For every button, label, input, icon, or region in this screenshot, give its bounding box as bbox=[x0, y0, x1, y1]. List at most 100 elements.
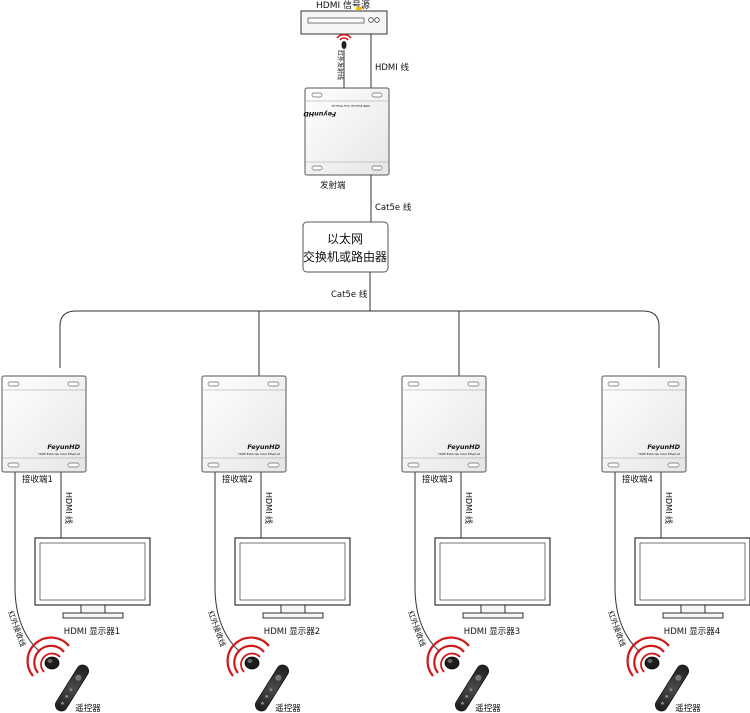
remote-control bbox=[455, 664, 489, 712]
ir-receiver-eye bbox=[644, 656, 660, 670]
ir-receiver-label: 红外接收线 bbox=[6, 609, 28, 648]
hdmi-cable-label: HDMI 线 bbox=[664, 492, 674, 524]
ir-receiver-label: 红外接收线 bbox=[206, 609, 228, 648]
remote-control bbox=[255, 664, 289, 712]
ethernet-switch: 以太网 交换机或路由器 bbox=[302, 221, 389, 273]
transmitter-model-text: HDMI Extender Over Ethernet bbox=[331, 104, 370, 108]
mount-hole bbox=[7, 381, 20, 387]
remote-label: 遥控器 bbox=[75, 703, 101, 713]
monitor-label: HDMI 显示器3 bbox=[464, 627, 520, 637]
remote-control bbox=[655, 664, 689, 712]
monitor-label: HDMI 显示器4 bbox=[664, 627, 720, 637]
remote-control bbox=[55, 664, 89, 712]
hdmi-source-label: HDMI 信号源 bbox=[316, 0, 370, 11]
monitor-neck bbox=[280, 604, 306, 614]
ir-emitter-label: 红外发射线 bbox=[336, 50, 344, 80]
mount-hole bbox=[407, 462, 420, 468]
ir-receiver-cable bbox=[214, 472, 241, 653]
monitor-screen bbox=[439, 542, 546, 601]
ir-receiver-cable bbox=[614, 472, 641, 653]
hdmi-cable-label: HDMI 线 bbox=[64, 492, 74, 524]
ir-receiver-eye bbox=[244, 656, 260, 670]
switch-line2: 交换机或路由器 bbox=[303, 249, 387, 264]
receiver-label: 接收端3 bbox=[422, 474, 453, 485]
monitor-neck bbox=[480, 604, 506, 614]
ir-emitter-head bbox=[341, 41, 347, 49]
cat5e-cable-top-label: Cat5e 线 bbox=[375, 202, 412, 213]
switch-box bbox=[302, 221, 389, 273]
receiver-box bbox=[201, 375, 287, 473]
mount-hole bbox=[407, 381, 420, 387]
monitor-base bbox=[262, 612, 324, 619]
monitor-screen bbox=[39, 542, 146, 601]
monitor-neck bbox=[80, 604, 106, 614]
monitor-screen bbox=[239, 542, 346, 601]
mount-hole bbox=[267, 381, 280, 387]
mount-hole bbox=[267, 462, 280, 468]
receiver-brand-logo: FeyunHD bbox=[247, 443, 280, 451]
transmitter-brand-logo: FeyunHD bbox=[303, 110, 336, 118]
receiver-box bbox=[601, 375, 687, 473]
mount-hole bbox=[667, 462, 680, 468]
remote-label: 遥控器 bbox=[275, 703, 301, 713]
mount-hole bbox=[311, 165, 323, 171]
cat5e-cable-mid-label: Cat5e 线 bbox=[331, 289, 368, 300]
transmitter-box bbox=[304, 87, 390, 176]
mount-hole bbox=[67, 381, 80, 387]
hdmi-cable-top-label: HDMI 线 bbox=[375, 62, 409, 73]
remote-label: 遥控器 bbox=[475, 703, 501, 713]
mount-hole bbox=[207, 462, 220, 468]
receiver-brand-logo: FeyunHD bbox=[47, 443, 80, 451]
receiver-box bbox=[1, 375, 87, 473]
ir-receiver-cable bbox=[414, 472, 441, 653]
hdmi-cable-label: HDMI 线 bbox=[264, 492, 274, 524]
mount-hole bbox=[371, 165, 383, 171]
ir-emitter-top: 红外发射线 bbox=[336, 33, 352, 88]
receiver-box bbox=[401, 375, 487, 473]
mount-hole bbox=[607, 381, 620, 387]
receiver-label: 接收端1 bbox=[22, 474, 53, 485]
monitor-base bbox=[662, 612, 724, 619]
hdmi-source-slot bbox=[307, 17, 365, 24]
receiver-brand-logo: FeyunHD bbox=[447, 443, 480, 451]
mount-hole bbox=[7, 462, 20, 468]
ir-receiver-eye bbox=[444, 656, 460, 670]
hdmi-cable-label: HDMI 线 bbox=[464, 492, 474, 524]
ir-receiver-eye bbox=[44, 656, 60, 670]
mount-hole bbox=[311, 92, 323, 98]
hdmi-source-button-2 bbox=[374, 17, 380, 23]
mount-hole bbox=[207, 381, 220, 387]
mount-hole bbox=[467, 462, 480, 468]
receiver-model-text: HDMI Extender Over Ethernet bbox=[438, 452, 480, 456]
monitor-base bbox=[462, 612, 524, 619]
ir-receiver-label: 红外接收线 bbox=[606, 609, 628, 648]
ir-receiver-cable bbox=[14, 472, 41, 653]
receiver-model-text: HDMI Extender Over Ethernet bbox=[238, 452, 280, 456]
mount-hole bbox=[607, 462, 620, 468]
receiver-label: 接收端4 bbox=[622, 474, 653, 485]
mount-hole bbox=[371, 92, 383, 98]
mount-hole bbox=[467, 381, 480, 387]
receiver-model-text: HDMI Extender Over Ethernet bbox=[638, 452, 680, 456]
receiver-brand-logo: FeyunHD bbox=[647, 443, 680, 451]
monitor-label: HDMI 显示器2 bbox=[264, 627, 320, 637]
receiver-label: 接收端2 bbox=[222, 474, 253, 485]
ir-receiver-label: 红外接收线 bbox=[406, 609, 428, 648]
transmitter-label: 发射端 bbox=[320, 180, 346, 191]
monitor-label: HDMI 显示器1 bbox=[64, 627, 120, 637]
mount-hole bbox=[67, 462, 80, 468]
transmitter: FeyunHD HDMI Extender Over Ethernet bbox=[303, 87, 390, 176]
hdmi-source-indicator bbox=[356, 7, 362, 10]
hdmi-source-button-1 bbox=[368, 17, 374, 23]
monitor-screen bbox=[639, 542, 746, 601]
receiver-model-text: HDMI Extender Over Ethernet bbox=[38, 452, 80, 456]
monitor-base bbox=[62, 612, 124, 619]
monitor-neck bbox=[680, 604, 706, 614]
distribution-bus bbox=[59, 310, 660, 368]
